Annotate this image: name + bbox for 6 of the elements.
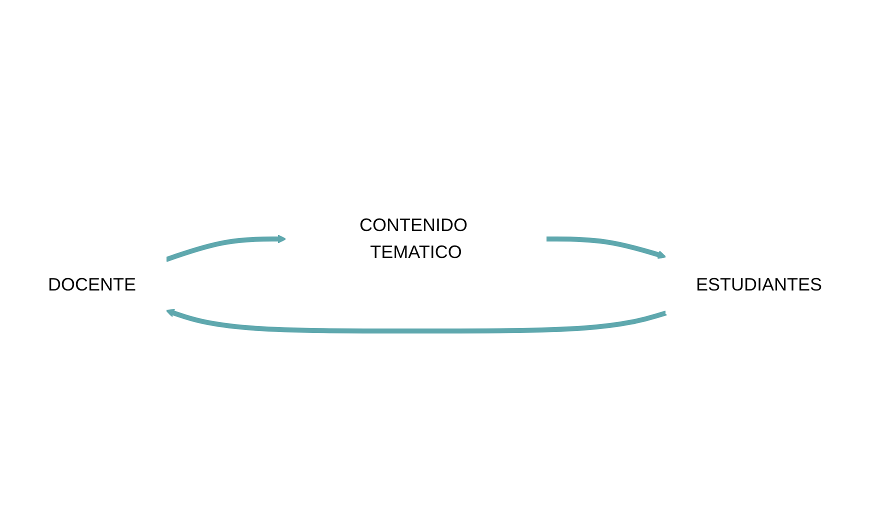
- node-text: CONTENIDO TEMATICO: [360, 214, 468, 262]
- arrow: [166, 308, 668, 333]
- arrow: [546, 236, 667, 258]
- node-text: DOCENTE: [48, 274, 136, 294]
- arrow: [166, 234, 287, 262]
- node-text: ESTUDIANTES: [696, 274, 823, 294]
